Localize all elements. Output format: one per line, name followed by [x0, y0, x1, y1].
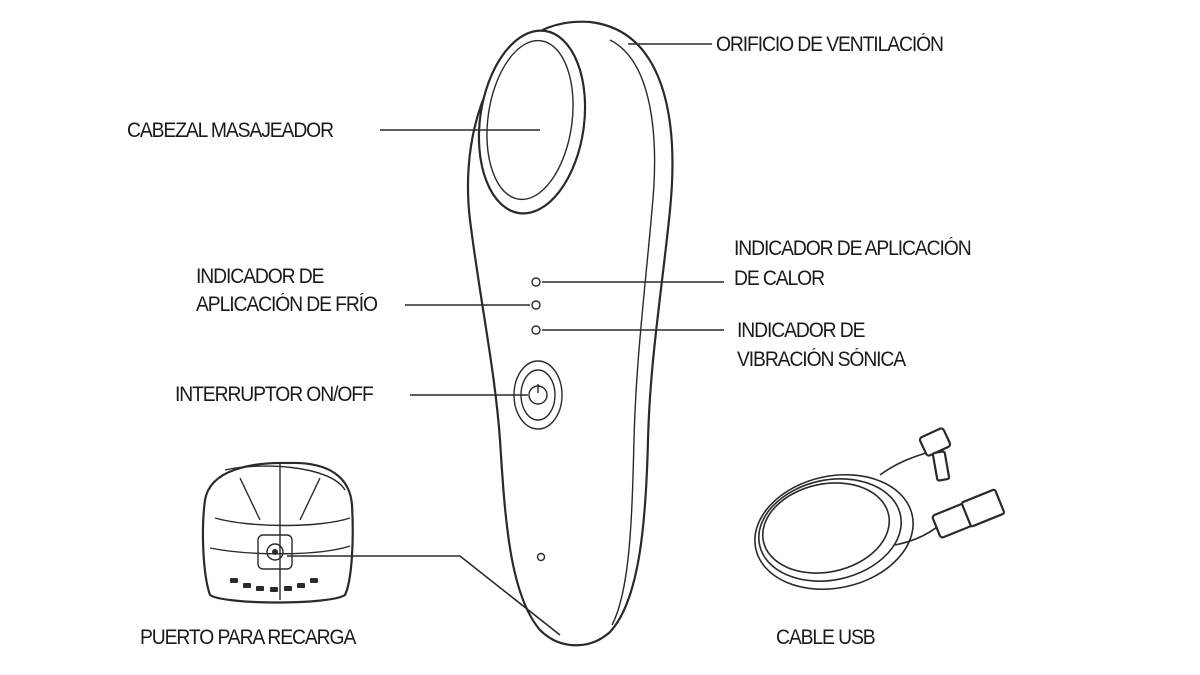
cold-label-line2: APLICACIÓN DE FRÍO: [196, 293, 378, 316]
heat-indicator-light: [531, 277, 541, 287]
sonic-label-line2: VIBRACIÓN SÓNICA: [737, 348, 906, 371]
sonic-indicator-light: [531, 325, 541, 335]
sonic-label-line1: INDICADOR DE: [737, 319, 865, 342]
head-label: CABEZAL MASAJEADOR: [127, 119, 334, 142]
switch-label: INTERRUPTOR ON/OFF: [175, 383, 374, 406]
massager-device-icon: [466, 20, 674, 647]
vent-label: ORIFICIO DE VENTILACIÓN: [716, 33, 944, 56]
cold-label-line1: INDICADOR DE: [196, 265, 324, 288]
heat-label-line1: INDICADOR DE APLICACIÓN: [734, 237, 972, 260]
charging-port-detail-icon: [201, 461, 354, 604]
port-leader: [287, 555, 561, 636]
heat-label-line2: DE CALOR: [734, 267, 825, 290]
cable-label: CABLE USB: [776, 626, 876, 649]
cold-indicator-light: [531, 300, 541, 310]
usb-cable-icon: [754, 427, 1006, 591]
port-label: PUERTO PARA RECARGA: [140, 626, 356, 649]
